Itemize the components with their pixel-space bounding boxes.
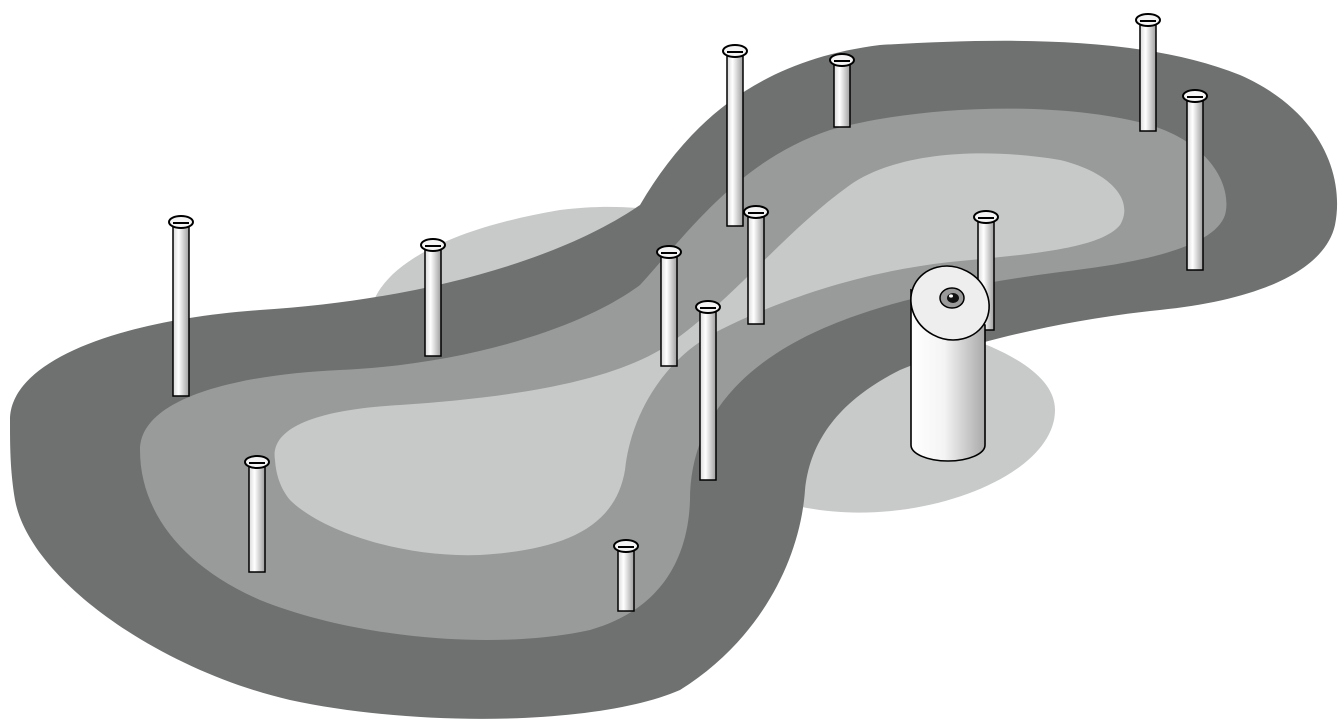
post-1	[168, 215, 194, 397]
posts-layer	[168, 13, 1208, 612]
central-sensor-unit	[910, 265, 990, 462]
sensor-lens-icon	[947, 293, 959, 303]
post-shaft	[699, 309, 717, 481]
post-shaft	[248, 464, 266, 573]
post-shaft	[1186, 98, 1204, 271]
post-11	[1135, 13, 1161, 132]
post-shaft	[660, 254, 678, 367]
post-8	[722, 44, 748, 227]
post-shaft	[726, 53, 744, 227]
post-shaft	[424, 247, 442, 357]
inner-zone	[274, 153, 1125, 556]
post-shaft	[1139, 22, 1157, 132]
sensor-lens-highlight	[949, 294, 953, 298]
post-4	[613, 539, 639, 612]
post-6	[695, 300, 721, 481]
post-7	[743, 205, 769, 325]
post-shaft	[833, 62, 851, 128]
post-5	[656, 245, 682, 367]
post-3	[244, 455, 270, 573]
post-shaft	[617, 548, 635, 612]
post-9	[829, 53, 855, 128]
post-shaft	[172, 224, 190, 397]
post-2	[420, 238, 446, 357]
post-12	[1182, 89, 1208, 271]
post-shaft	[747, 214, 765, 325]
